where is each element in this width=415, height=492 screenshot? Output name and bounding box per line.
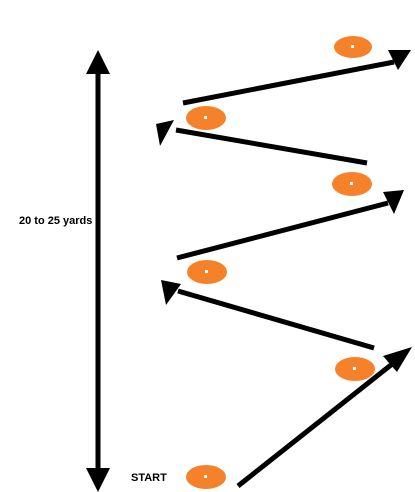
start-label: START xyxy=(131,472,167,484)
cone-marker-icon xyxy=(335,357,375,381)
arrow-icon xyxy=(156,120,174,146)
arrow-icon xyxy=(383,347,412,372)
route-leg-3 xyxy=(176,190,404,261)
route-arrows xyxy=(156,50,412,488)
arrow-icon xyxy=(388,50,411,70)
arrow-icon xyxy=(161,280,181,305)
distance-label: 20 to 25 yards xyxy=(19,215,93,227)
arrow-icon xyxy=(383,190,404,214)
distance-arrow-top-head-icon xyxy=(86,50,110,74)
distance-arrow-bottom-head-icon xyxy=(86,468,110,492)
route-leg-4 xyxy=(156,120,368,166)
cone-marker-icon xyxy=(186,106,226,130)
start-cone-icon xyxy=(186,465,226,489)
cone-marker-icon xyxy=(332,172,372,196)
route-leg-1 xyxy=(236,347,412,488)
route-leg-2 xyxy=(161,280,375,351)
cone-marker-icon xyxy=(334,36,372,58)
route-leg-5 xyxy=(182,50,411,106)
cones xyxy=(186,36,375,489)
distance-arrow xyxy=(86,50,110,492)
cone-marker-icon xyxy=(187,260,227,284)
